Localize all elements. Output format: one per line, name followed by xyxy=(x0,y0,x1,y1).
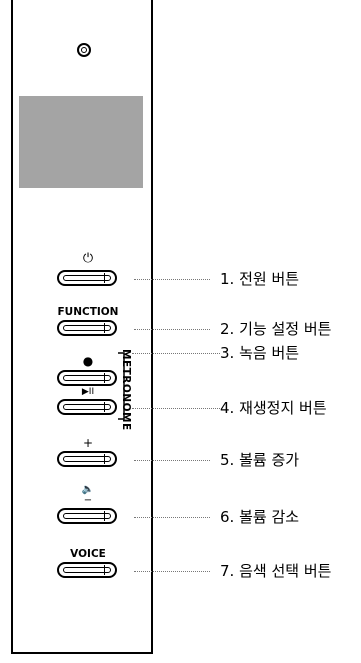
play-pause-icon: ▶II xyxy=(81,387,95,397)
leader-line xyxy=(132,408,220,409)
power-icon: ⏻ xyxy=(82,251,94,266)
play-stop-button[interactable] xyxy=(57,399,117,415)
keyboard-side-panel xyxy=(11,0,153,654)
leader-line xyxy=(132,353,220,354)
record-button[interactable] xyxy=(57,370,117,386)
leader-line xyxy=(134,279,210,280)
callout-power: 1. 전원 버튼 xyxy=(220,270,300,288)
function-button[interactable] xyxy=(57,320,117,336)
speaker-icon: 🔈 xyxy=(81,484,95,495)
plus-icon: + xyxy=(82,436,94,450)
leader-line xyxy=(134,517,210,518)
metronome-label: METRONOME xyxy=(120,349,132,431)
voice-label: VOICE xyxy=(70,548,106,560)
leader-line xyxy=(134,329,210,330)
volume-up-button[interactable] xyxy=(57,451,117,467)
voice-button[interactable] xyxy=(57,562,117,578)
callout-volume-up: 5. 볼륨 증가 xyxy=(220,451,300,469)
callout-volume-down: 6. 볼륨 감소 xyxy=(220,508,300,526)
callout-voice: 7. 음색 선택 버튼 xyxy=(220,562,332,580)
headphone-jack-icon xyxy=(77,43,91,57)
callout-function: 2. 기능 설정 버튼 xyxy=(220,320,332,338)
leader-line xyxy=(134,460,210,461)
metronome-bracket xyxy=(118,352,125,420)
minus-icon: − xyxy=(83,495,93,506)
callout-play-stop: 4. 재생정지 버튼 xyxy=(220,399,327,417)
display-screen xyxy=(19,96,143,188)
function-label: FUNCTION xyxy=(57,306,119,318)
power-button[interactable] xyxy=(57,270,117,286)
volume-down-button[interactable] xyxy=(57,508,117,524)
callout-record: 3. 녹음 버튼 xyxy=(220,344,300,362)
record-icon: ● xyxy=(82,354,94,368)
leader-line xyxy=(134,571,210,572)
